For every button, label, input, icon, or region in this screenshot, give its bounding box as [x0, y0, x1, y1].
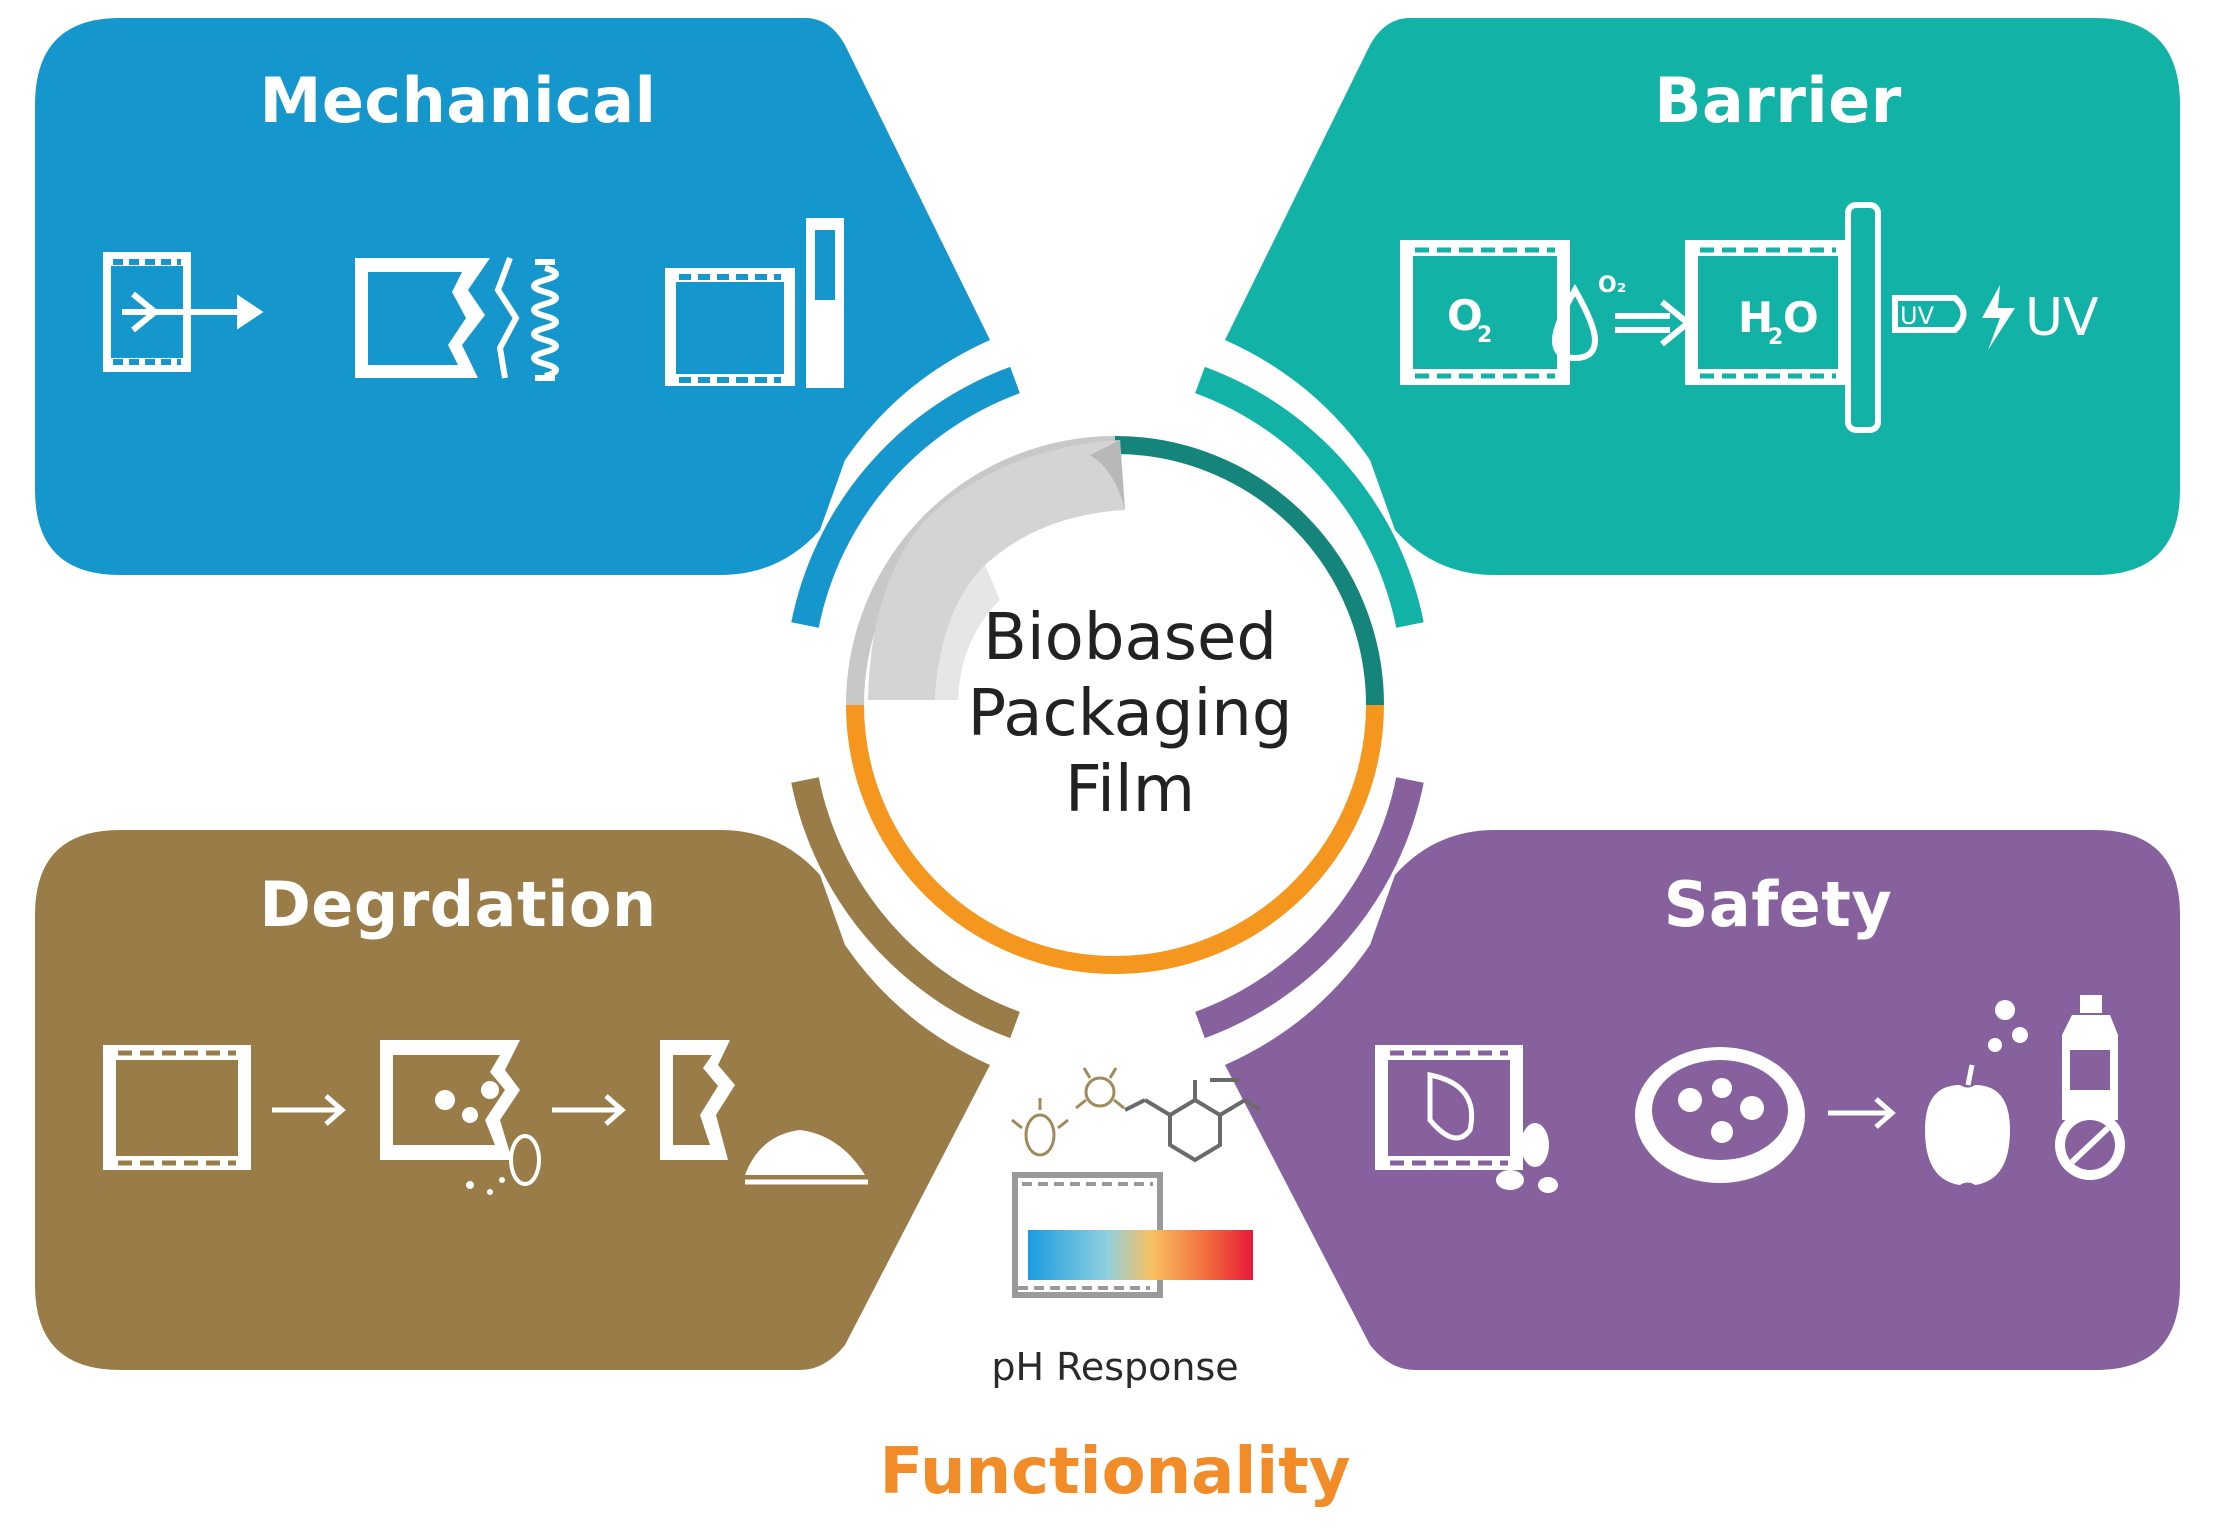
o2-subscript: 2	[1477, 323, 1492, 348]
film-compost-icon	[660, 1040, 868, 1185]
mechanical-arc	[791, 366, 1020, 628]
film-tensile-arrow-icon	[103, 252, 264, 372]
film-microbe-attack-icon	[380, 1040, 541, 1195]
petri-dish-icon	[1635, 1047, 1805, 1183]
water-drop-icon: O₂	[1551, 273, 1626, 362]
ph-gradient-strip-icon	[1012, 1172, 1255, 1323]
uv-label: UV	[2025, 288, 2099, 348]
intact-film-icon	[103, 1045, 251, 1170]
barrier-arc	[1195, 366, 1424, 628]
arrow-icon	[552, 1094, 626, 1126]
uv-shield-icon: UV UV	[1845, 202, 2099, 433]
center-label-line1: Biobased	[982, 601, 1278, 675]
arrow-icon	[1828, 1097, 1896, 1129]
safety-title: Safety	[1663, 868, 1893, 941]
film-thickness-gauge-icon	[665, 218, 844, 388]
center-label: Biobased Packaging Film	[935, 600, 1325, 828]
film-oxygen-icon: O 2	[1400, 240, 1570, 385]
functionality-label: Functionality	[879, 1435, 1351, 1509]
center-label-line2: Packaging	[967, 677, 1293, 751]
arrow-icon	[272, 1094, 346, 1126]
o2-small-label: O₂	[1598, 273, 1626, 298]
film-water-icon: H 2 O	[1685, 240, 1850, 385]
ph-response-label: pH Response	[991, 1345, 1239, 1389]
center-label-line3: Film	[1064, 753, 1196, 827]
film-tear-spring-icon	[355, 256, 559, 381]
safety-arc	[1195, 777, 1424, 1039]
h2o-h-label: H	[1738, 293, 1773, 342]
degradation-title: Degrdation	[259, 868, 657, 941]
center-ring-teal	[1114, 436, 1384, 706]
barrier-title: Barrier	[1654, 64, 1902, 137]
film-sheet-icon	[868, 440, 1125, 700]
h2o-subscript: 2	[1768, 325, 1783, 350]
mechanical-title: Mechanical	[259, 64, 657, 137]
film-bacteria-icon	[1375, 1045, 1558, 1193]
center-ring-orange	[846, 704, 1384, 974]
apple-bottle-icon	[1925, 995, 2125, 1185]
mechanical-panel	[35, 18, 990, 575]
uv-box-label: UV	[1900, 302, 1935, 330]
molecule-icon	[1124, 1078, 1262, 1163]
degradation-arc	[791, 777, 1020, 1039]
o2-label: O	[1447, 291, 1483, 340]
h2o-o-label: O	[1783, 293, 1819, 342]
microbe-icon	[1011, 1067, 1125, 1157]
